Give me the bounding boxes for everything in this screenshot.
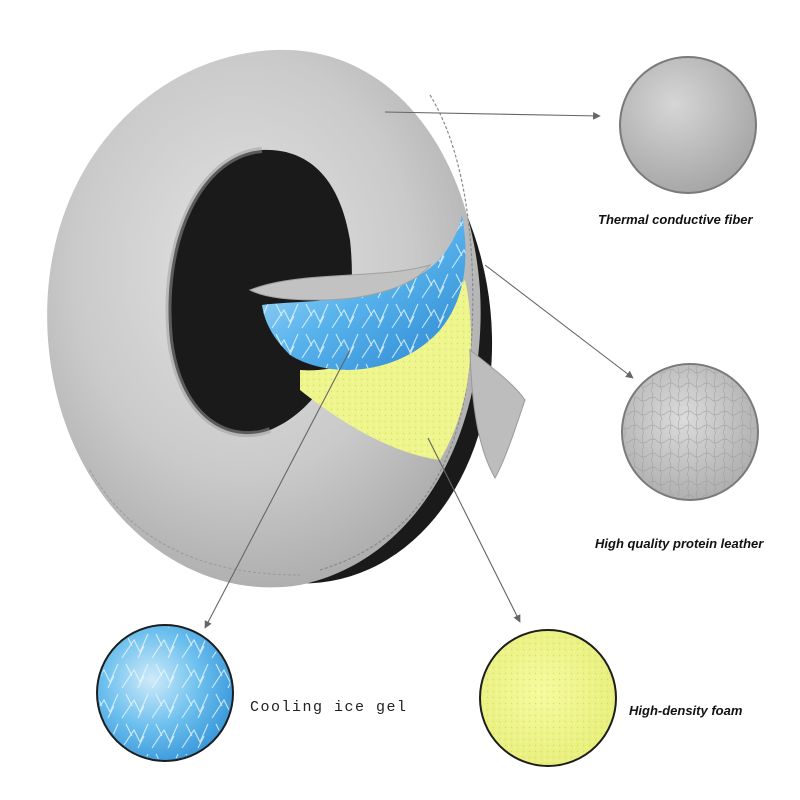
label-ice-gel: Cooling ice gel bbox=[250, 699, 408, 716]
swatch-protein-leather bbox=[621, 363, 759, 501]
swatch-ice-gel bbox=[96, 624, 234, 762]
cutaway-gel-texture bbox=[262, 215, 466, 370]
label-foam: High-density foam bbox=[629, 703, 743, 718]
label-thermal-fiber: Thermal conductive fiber bbox=[598, 212, 753, 227]
pointer-protein-leather bbox=[484, 264, 634, 379]
swatch-foam bbox=[479, 629, 617, 767]
label-protein-leather: High quality protein leather bbox=[595, 536, 764, 551]
pointer-foam bbox=[427, 437, 521, 623]
earpad-bottom-seam bbox=[89, 469, 301, 576]
peeled-leather-flap bbox=[469, 348, 526, 480]
earpad bbox=[47, 49, 526, 588]
swatch-thermal-fiber bbox=[619, 56, 757, 194]
pointer-ice-gel bbox=[204, 349, 351, 629]
earpad-inner-shadow bbox=[165, 147, 272, 437]
pointer-thermal-fiber bbox=[384, 111, 601, 120]
earpad-cushion bbox=[47, 49, 481, 588]
pointer-lines bbox=[204, 111, 634, 629]
peeled-fiber-flap bbox=[248, 264, 432, 301]
